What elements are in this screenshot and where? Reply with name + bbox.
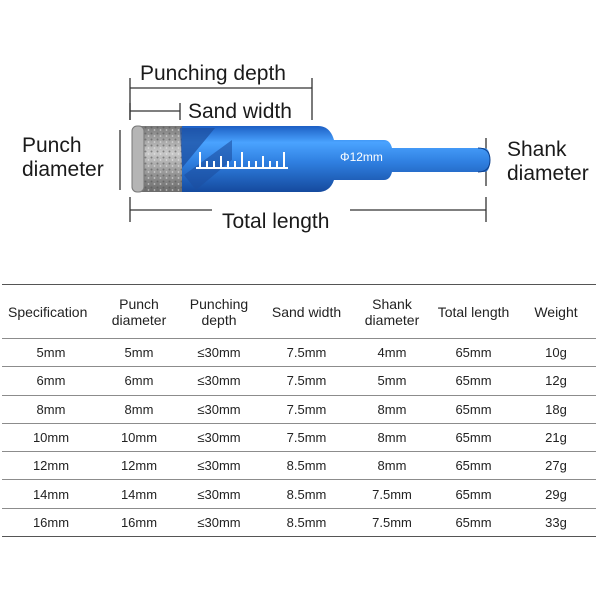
header-specification: Specification	[2, 284, 100, 339]
cell-punching-depth: ≤30mm	[178, 451, 260, 481]
table-row: 16mm 16mm ≤30mm 8.5mm 7.5mm 65mm 33g	[2, 508, 596, 538]
cell-weight: 27g	[516, 451, 596, 481]
shank-diameter-label: Shank diameter	[507, 138, 589, 186]
cell-shank-diameter: 8mm	[353, 423, 431, 453]
table-row: 14mm 14mm ≤30mm 8.5mm 7.5mm 65mm 29g	[2, 479, 596, 509]
drill-bit-diagram: Punching depth Sand width Punch diameter…	[0, 0, 600, 260]
depth-scale-ticks	[196, 152, 288, 169]
cell-punch-diameter: 8mm	[100, 395, 178, 424]
cell-specification: 16mm	[2, 508, 100, 538]
cell-shank-diameter: 7.5mm	[353, 508, 431, 538]
punch-diameter-label-line1: Punch	[22, 134, 82, 157]
shank-diameter-label-line2: diameter	[507, 162, 589, 185]
cell-shank-diameter: 8mm	[353, 451, 431, 481]
cell-specification: 6mm	[2, 366, 100, 396]
cell-sand-width: 8.5mm	[260, 508, 353, 538]
cell-sand-width: 7.5mm	[260, 423, 353, 453]
table-row: 8mm 8mm ≤30mm 7.5mm 8mm 65mm 18g	[2, 395, 596, 424]
cell-punch-diameter: 5mm	[100, 338, 178, 368]
diamond-head	[131, 125, 190, 193]
header-total-length: Total length	[431, 284, 516, 339]
cell-punch-diameter: 14mm	[100, 479, 178, 509]
cell-punching-depth: ≤30mm	[178, 338, 260, 368]
table-row: 12mm 12mm ≤30mm 8.5mm 8mm 65mm 27g	[2, 451, 596, 481]
bit-body	[182, 126, 490, 192]
cell-weight: 21g	[516, 423, 596, 453]
cell-total-length: 65mm	[431, 508, 516, 538]
cell-total-length: 65mm	[431, 479, 516, 509]
cell-weight: 18g	[516, 395, 596, 424]
cell-punching-depth: ≤30mm	[178, 479, 260, 509]
cell-sand-width: 7.5mm	[260, 395, 353, 424]
cell-specification: 5mm	[2, 338, 100, 368]
cell-punch-diameter: 16mm	[100, 508, 178, 538]
sand-width-label: Sand width	[188, 100, 292, 123]
drill-bit-illustration	[119, 78, 491, 222]
table-row: 10mm 10mm ≤30mm 7.5mm 8mm 65mm 21g	[2, 423, 596, 453]
cell-total-length: 65mm	[431, 366, 516, 396]
cell-shank-diameter: 5mm	[353, 366, 431, 396]
cell-total-length: 65mm	[431, 395, 516, 424]
cell-weight: 12g	[516, 366, 596, 396]
cell-sand-width: 8.5mm	[260, 479, 353, 509]
cell-shank-diameter: 8mm	[353, 395, 431, 424]
cell-specification: 10mm	[2, 423, 100, 453]
cell-punching-depth: ≤30mm	[178, 508, 260, 538]
total-length-label: Total length	[222, 210, 330, 233]
shank-diameter-label-line1: Shank	[507, 138, 567, 161]
cell-weight: 29g	[516, 479, 596, 509]
cell-sand-width: 7.5mm	[260, 338, 353, 368]
header-sand-width: Sand width	[260, 284, 353, 339]
cell-punching-depth: ≤30mm	[178, 366, 260, 396]
punch-diameter-label: Punch diameter	[22, 134, 104, 182]
cell-sand-width: 8.5mm	[260, 451, 353, 481]
cell-punching-depth: ≤30mm	[178, 423, 260, 453]
bit-marking-label: Φ12mm	[340, 150, 383, 164]
cell-weight: 10g	[516, 338, 596, 368]
cell-shank-diameter: 4mm	[353, 338, 431, 368]
dimension-lines	[119, 78, 487, 222]
cell-punch-diameter: 12mm	[100, 451, 178, 481]
cell-total-length: 65mm	[431, 338, 516, 368]
cell-shank-diameter: 7.5mm	[353, 479, 431, 509]
table-row: 5mm 5mm ≤30mm 7.5mm 4mm 65mm 10g	[2, 338, 596, 368]
cell-specification: 14mm	[2, 479, 100, 509]
table-row: 6mm 6mm ≤30mm 7.5mm 5mm 65mm 12g	[2, 366, 596, 396]
cell-specification: 8mm	[2, 395, 100, 424]
cell-punch-diameter: 6mm	[100, 366, 178, 396]
cell-weight: 33g	[516, 508, 596, 538]
cell-sand-width: 7.5mm	[260, 366, 353, 396]
cell-specification: 12mm	[2, 451, 100, 481]
cell-punching-depth: ≤30mm	[178, 395, 260, 424]
cell-total-length: 65mm	[431, 451, 516, 481]
header-weight: Weight	[516, 284, 596, 339]
punching-depth-label: Punching depth	[140, 62, 286, 85]
punch-diameter-label-line2: diameter	[22, 158, 104, 181]
cell-total-length: 65mm	[431, 423, 516, 453]
cell-punch-diameter: 10mm	[100, 423, 178, 453]
